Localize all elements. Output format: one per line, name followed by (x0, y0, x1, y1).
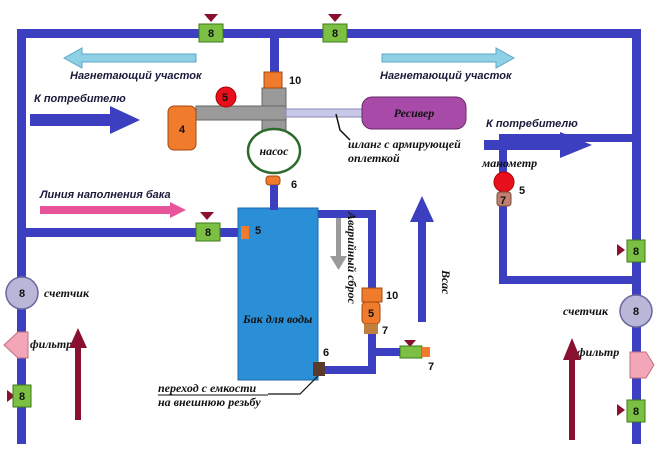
label-supply-right: Нагнетающий участок (380, 70, 513, 82)
arrow-intake (410, 196, 434, 322)
label-consumer-left: К потребителю (34, 93, 126, 105)
drain-label: Аварийный сброс (345, 211, 359, 304)
filter-left (3, 331, 29, 359)
label-consumer-right: К потребителю (486, 118, 578, 130)
valve-fill-line: 8 (195, 212, 221, 242)
drain-pipe-top (316, 210, 376, 218)
arrow-fill-line (40, 202, 186, 218)
valve-number: 8 (205, 227, 211, 239)
tee-10b-num: 10 (386, 290, 398, 302)
valve-top-left: 8 (198, 14, 224, 43)
pipe-network (17, 29, 641, 444)
water-meter-left (5, 276, 39, 310)
manometer-gauge (493, 171, 515, 193)
tee-fitting-10 (263, 71, 283, 89)
pump-to-tank-pipe (270, 185, 278, 210)
valve-number: 8 (633, 246, 639, 258)
water-meter-right (619, 294, 653, 328)
pump-gauge-num: 5 (222, 92, 228, 104)
pump-body (246, 127, 302, 175)
tank-inlet-fitting (241, 226, 249, 239)
valve-body (626, 239, 646, 263)
tee-fitting-10b (361, 287, 383, 303)
hose-pipe (285, 108, 363, 118)
valve-top-right: 8 (322, 14, 348, 43)
meter-left-num: 8 (19, 288, 25, 300)
adapter-label-2: на внешнюю резьбу (158, 395, 261, 409)
label-supply-left: Нагнетающий участок (70, 70, 203, 82)
arrow-up-right (563, 338, 581, 440)
pump: насос (195, 87, 363, 210)
adapter-callout-line (268, 375, 319, 395)
pump-crossbar (195, 105, 287, 121)
meter-right-num: 8 (633, 306, 639, 318)
receiver-label: Ресивер (394, 106, 435, 120)
valve-number: 8 (208, 28, 214, 40)
valve-body (626, 399, 646, 423)
right-main-pipe (632, 29, 641, 444)
unit-4-num: 4 (179, 124, 186, 136)
drain-arrow-head (330, 256, 347, 270)
tank-inlet-num: 5 (255, 225, 261, 237)
hose-label-2: оплеткой (348, 151, 400, 165)
arrow-consumer-right (484, 132, 592, 158)
arrow-consumer-left (30, 106, 140, 134)
right-branch-bottom (499, 276, 641, 284)
arrow-supply-right (381, 47, 516, 69)
manometer-7-num: 7 (500, 195, 506, 207)
valve-body (12, 384, 32, 408)
check-valve-7 (364, 324, 378, 334)
manometer-fitting (496, 191, 512, 207)
pump-label: насос (259, 144, 289, 158)
valve-number: 8 (633, 406, 639, 418)
unit-4 (167, 105, 197, 151)
pump-fitting-6 (265, 175, 281, 186)
tee-10-num: 10 (289, 75, 301, 87)
manometer-5-num: 5 (519, 185, 525, 197)
manometer-label: манометр (481, 156, 537, 170)
tank-label: Бак для воды (242, 312, 312, 326)
drain-gauge-num: 5 (368, 308, 374, 320)
hose-label-1: шланг с армирующей (348, 137, 461, 151)
fitting-6b-num: 6 (323, 347, 329, 359)
label-intake: Всас (439, 269, 453, 295)
valve-right-upper: 8 (617, 239, 646, 263)
filter-right-label: фильтр (577, 345, 619, 359)
valve-intake (376, 340, 430, 359)
arrow-up-left (69, 328, 87, 420)
valve-body (399, 345, 423, 359)
valve-left-lower: 8 (7, 384, 32, 408)
intake-pipe (376, 348, 400, 356)
meter-left-label: счетчик (44, 286, 90, 300)
fill-line-pipe (17, 228, 242, 237)
tank-outlet-pipe (316, 366, 376, 374)
valve-right-lower: 8 (617, 399, 646, 423)
meter-right-label: счетчик (563, 304, 609, 318)
intake-7-num: 7 (428, 361, 434, 373)
arrow-supply-left (62, 47, 197, 69)
tank-bottom-fitting (313, 362, 325, 376)
intake-fitting (422, 347, 430, 357)
fitting-6-num: 6 (291, 179, 297, 191)
valve-body (322, 23, 348, 43)
right-branch-riser (499, 134, 507, 284)
filter-right (629, 351, 655, 379)
valve-number: 8 (332, 28, 338, 40)
hose-callout-line (335, 113, 351, 141)
check-7-num: 7 (382, 325, 388, 337)
receiver-tank (361, 96, 467, 130)
drain-arrow-shaft (336, 218, 341, 258)
adapter-label-1: переход с емкости (158, 381, 257, 395)
water-tank (237, 207, 319, 381)
valve-number: 8 (19, 391, 25, 403)
label-fill-line: Линия наполнения бака (39, 189, 171, 201)
valve-body (195, 222, 221, 242)
pump-gauge (215, 86, 237, 108)
filter-left-label: фильтр (30, 337, 72, 351)
valve-body (198, 23, 224, 43)
